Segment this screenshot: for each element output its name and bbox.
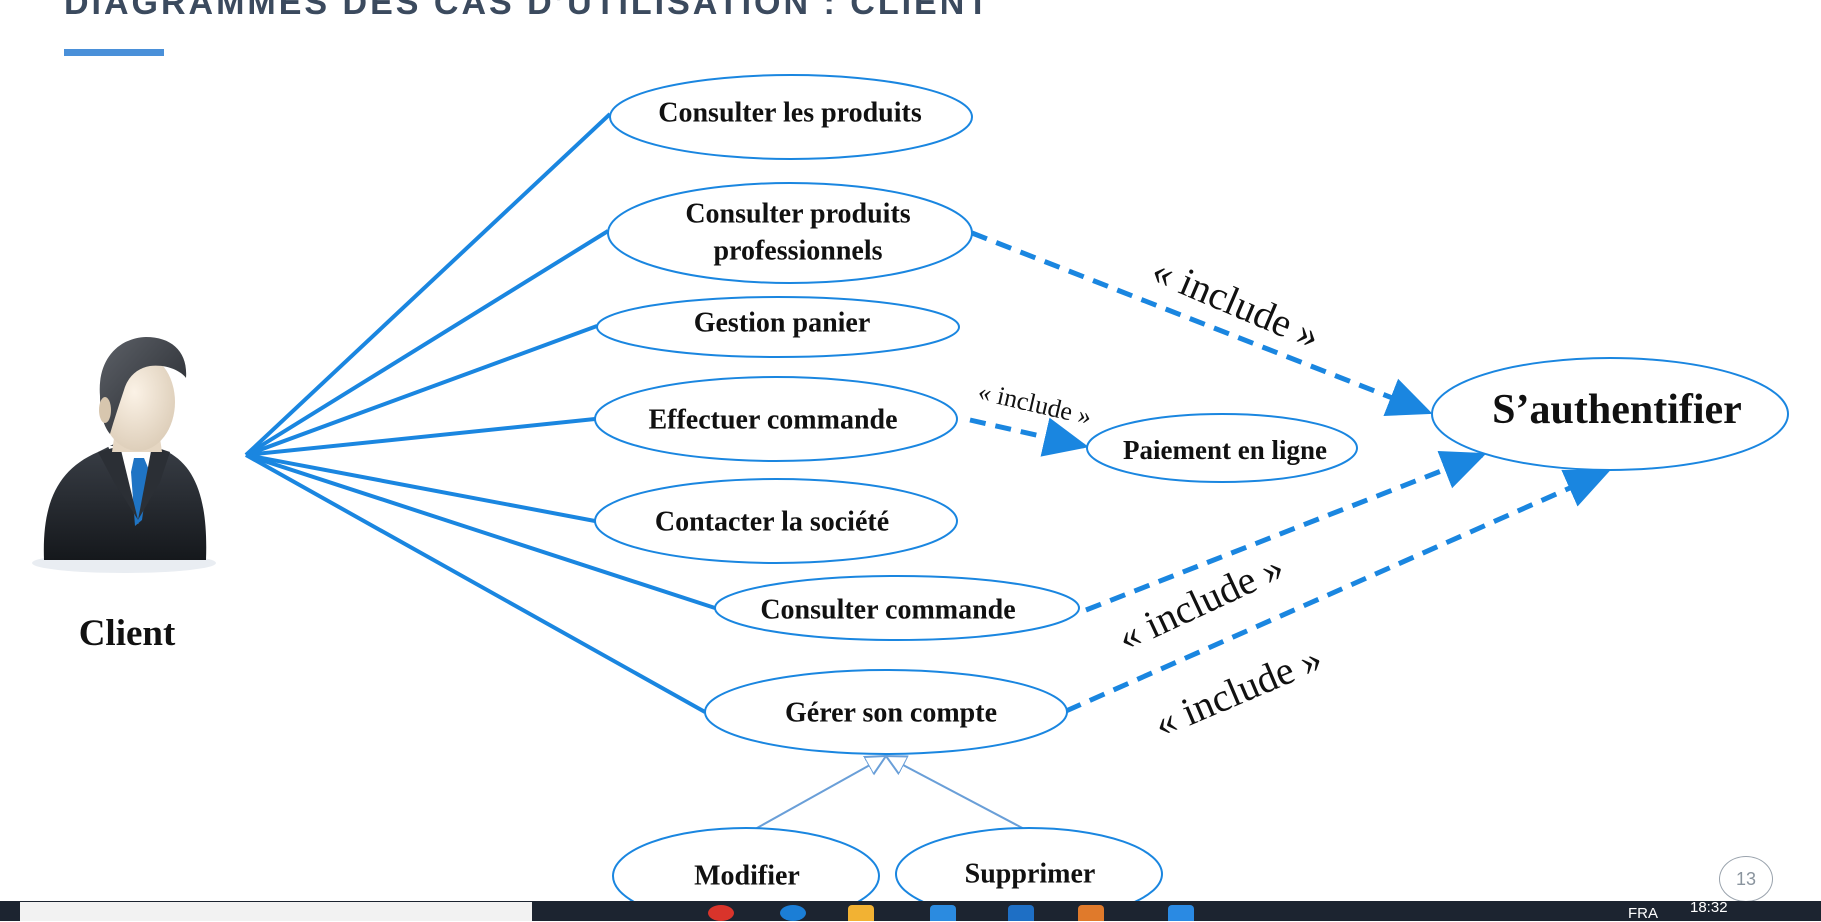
usecase-gerer-compte (704, 669, 1068, 755)
label-modifier: Modifier (694, 861, 800, 892)
include-consulter-commande-auth (1085, 450, 1487, 613)
generalization-modifier (747, 756, 886, 834)
taskbar-language[interactable]: FRA (1628, 905, 1658, 922)
usecase-effectuer-commande (594, 376, 958, 462)
include-commande-paiement (969, 417, 1089, 457)
folder-icon[interactable] (848, 905, 874, 921)
edge-icon[interactable] (780, 905, 806, 921)
taskbar-clock[interactable]: 18:32 (1690, 899, 1728, 916)
label-authentifier: S’authentifier (1492, 387, 1742, 433)
slide-title: DIAGRAMMES DES CAS D’UTILISATION : CLIEN… (64, 0, 992, 22)
assoc-contacter-societe (245, 453, 596, 523)
vscode-icon[interactable] (1168, 905, 1194, 921)
label-gestion-panier: Gestion panier (694, 308, 871, 339)
page-number: 13 (1719, 856, 1773, 902)
usecase-paiement (1086, 413, 1358, 483)
include-label-4: « include » (1147, 635, 1328, 746)
taskbar-search-input[interactable] (20, 902, 532, 921)
assoc-gerer-compte (245, 453, 706, 714)
label-gerer-compte: Gérer son compte (785, 698, 997, 729)
usecase-gestion-panier (596, 296, 960, 358)
label-consulter-commande: Consulter commande (760, 595, 1015, 626)
businessman-icon (32, 337, 216, 573)
assoc-consulter-commande (245, 453, 716, 610)
usecase-modifier (612, 827, 880, 901)
actor-label: Client (79, 613, 176, 654)
usecase-consulter-commande (714, 575, 1080, 641)
chrome-icon[interactable] (708, 905, 734, 921)
include-label-1: « include » (1146, 247, 1327, 358)
use-case-diagram: Consulter les produits Consulter produit… (32, 74, 1789, 901)
association-lines (244, 112, 716, 714)
assoc-effectuer-commande (245, 417, 596, 457)
label-contacter-societe: Contacter la société (655, 507, 889, 538)
label-consulter-produits: Consulter les produits (658, 98, 922, 129)
include-gerer-compte-auth (1064, 469, 1611, 714)
title-underline (64, 49, 164, 56)
include-label-2: « include » (975, 377, 1094, 431)
assoc-consulter-produits (244, 112, 612, 457)
label-consulter-pro-line2: professionnels (713, 236, 882, 267)
label-consulter-pro-line1: Consulter produits (685, 199, 910, 230)
include-label-3: « include » (1110, 544, 1290, 660)
include-relations (969, 230, 1611, 714)
screen-app-icon[interactable] (930, 905, 956, 921)
presentation-app-icon[interactable] (1078, 905, 1104, 921)
usecase-supprimer (895, 827, 1163, 901)
generalization-supprimer (886, 756, 1029, 832)
label-supprimer: Supprimer (965, 859, 1096, 890)
label-effectuer-commande: Effectuer commande (648, 405, 897, 436)
usecase-consulter-produits (609, 74, 973, 160)
shield-app-icon[interactable] (1008, 905, 1034, 921)
use-case-shapes (594, 74, 1789, 901)
usecase-authentifier (1431, 357, 1789, 471)
usecase-consulter-pro (607, 182, 973, 284)
assoc-consulter-pro (244, 229, 610, 457)
usecase-contacter-societe (594, 478, 958, 564)
generalization-arrows (747, 756, 1029, 834)
label-paiement: Paiement en ligne (1123, 435, 1327, 465)
taskbar: FRA 18:32 (0, 899, 1821, 922)
assoc-gestion-panier (245, 324, 598, 457)
include-pro-auth (971, 230, 1433, 417)
